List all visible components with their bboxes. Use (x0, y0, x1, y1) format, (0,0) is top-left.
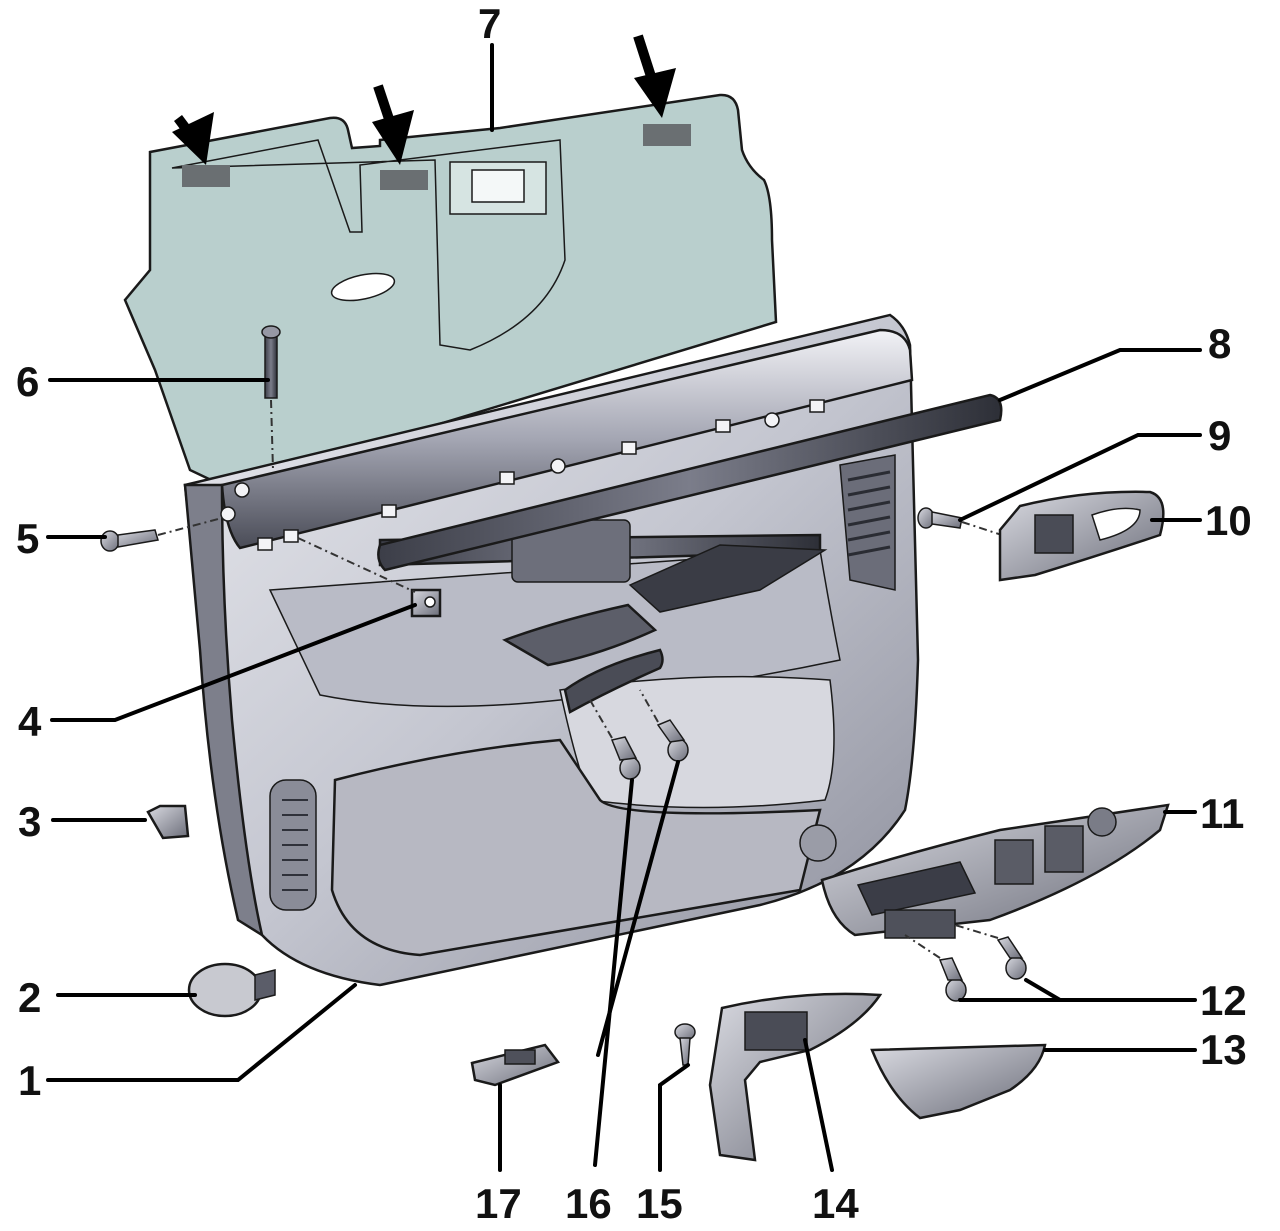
callout-7: 7 (478, 0, 501, 47)
callout-4: 4 (18, 698, 42, 745)
callout-9: 9 (1208, 412, 1231, 459)
callout-labels: 1 2 3 4 5 6 7 8 9 10 11 12 13 14 15 16 1… (16, 0, 1252, 1227)
arrow-icon-right (633, 34, 676, 118)
cover-plug (146, 804, 190, 840)
clip-17 (470, 1043, 561, 1087)
callout-13: 13 (1200, 1026, 1247, 1073)
callout-14: 14 (812, 1180, 859, 1227)
callout-10: 10 (1205, 497, 1252, 544)
door-lamp (187, 962, 276, 1018)
trim-pin (261, 325, 281, 471)
callout-16: 16 (565, 1180, 612, 1227)
callout-2: 2 (18, 974, 41, 1021)
moisture-barrier-membrane (123, 93, 778, 490)
callout-1: 1 (18, 1057, 41, 1104)
callout-17: 17 (475, 1180, 522, 1227)
storage-pocket (870, 1043, 1047, 1120)
callout-11: 11 (1200, 790, 1244, 837)
switch-bracket (708, 992, 883, 1162)
leader-lines (46, 43, 1202, 1172)
callout-6: 6 (16, 358, 39, 405)
callout-8: 8 (1208, 320, 1231, 367)
screws-16 (589, 689, 689, 780)
screw-15 (674, 1023, 696, 1066)
window-switch-panel (820, 803, 1170, 939)
window-sill-strip (377, 393, 1003, 572)
inner-handle-bezel (998, 490, 1165, 582)
callout-5: 5 (16, 515, 39, 562)
callout-12: 12 (1200, 977, 1247, 1024)
callout-3: 3 (18, 798, 41, 845)
screw-9 (917, 507, 1006, 537)
screws-12 (904, 924, 1027, 1002)
trim-clip (297, 537, 442, 618)
callout-15: 15 (636, 1180, 683, 1227)
arrow-icon-middle (372, 84, 414, 165)
arrow-icon-left (172, 112, 214, 165)
